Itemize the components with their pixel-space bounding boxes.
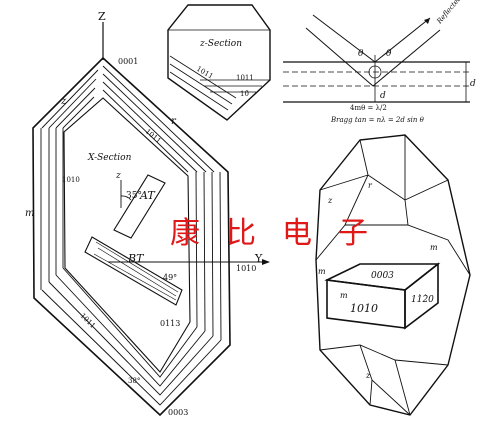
z-index-c: 10̄ <box>240 90 249 98</box>
crystal-r-label: r <box>368 181 373 190</box>
bragg-formula: Bragg tan = nλ = 2d sin θ <box>330 116 425 124</box>
index-0113: 0113 <box>160 319 180 328</box>
z-section-figure: z-Section 1011 1011 10̄ <box>167 4 271 121</box>
crystal-m-label: m <box>430 243 438 252</box>
watermark-char-1: 康 <box>170 216 200 251</box>
watermark-char-2: 比 <box>226 216 256 251</box>
block-top-label: 0003 <box>371 271 394 281</box>
index-1011: 1011 <box>144 127 163 145</box>
reflected-label: Reflected Beam <box>435 0 478 26</box>
spacing-d: d <box>380 91 386 101</box>
spacing-d-right: d <box>470 79 476 89</box>
watermark-char-4: 子 <box>338 216 368 251</box>
z-index-b: 1011 <box>236 74 254 82</box>
crystal-z-label: z <box>327 196 333 205</box>
x-section-title: X-Section <box>87 153 132 163</box>
watermark: 康 比 电 子 <box>170 216 368 251</box>
crystal-figure: 0003 1010 11̀2̀0 m r z m m z <box>315 134 471 416</box>
crystal-m-left-label: m <box>318 267 326 276</box>
face-m-label: m <box>25 208 34 219</box>
at-label: AT <box>139 189 156 202</box>
index-top: 0001 <box>118 57 138 66</box>
face-r-label: r <box>171 116 177 127</box>
block-side-label: 11̀2̀0 <box>411 294 434 305</box>
index-bottom: 0003 <box>168 408 188 417</box>
index-bottom-angle: 38° <box>128 377 140 385</box>
index-y: 1010 <box>236 264 256 273</box>
axis-z-label: Z <box>98 10 106 23</box>
theta-left: θ <box>358 49 364 59</box>
bragg-figure: θ θ d d Reflected Beam 4mθ = λ/2 Bragg t… <box>283 0 478 124</box>
crystal-z-bottom-label: z <box>365 371 371 380</box>
bragg-sub: 4mθ = λ/2 <box>350 104 387 112</box>
bt-label: BT <box>127 252 145 265</box>
x-section-figure: Z Y z 35° AT <box>25 10 270 417</box>
block-front-label: 1010 <box>350 302 378 315</box>
face-z-label: z <box>60 96 67 107</box>
theta-right: θ <box>386 49 392 59</box>
axis-y-label: Y <box>254 252 263 265</box>
watermark-char-3: 电 <box>282 216 312 251</box>
z-section-title: z-Section <box>199 39 242 49</box>
bt-angle: 49° <box>163 273 177 282</box>
at-z-label: z <box>115 171 121 181</box>
at-angle: 35° <box>126 191 142 201</box>
block-m-label: m <box>340 291 348 300</box>
index-1010: 1010 <box>62 176 80 184</box>
